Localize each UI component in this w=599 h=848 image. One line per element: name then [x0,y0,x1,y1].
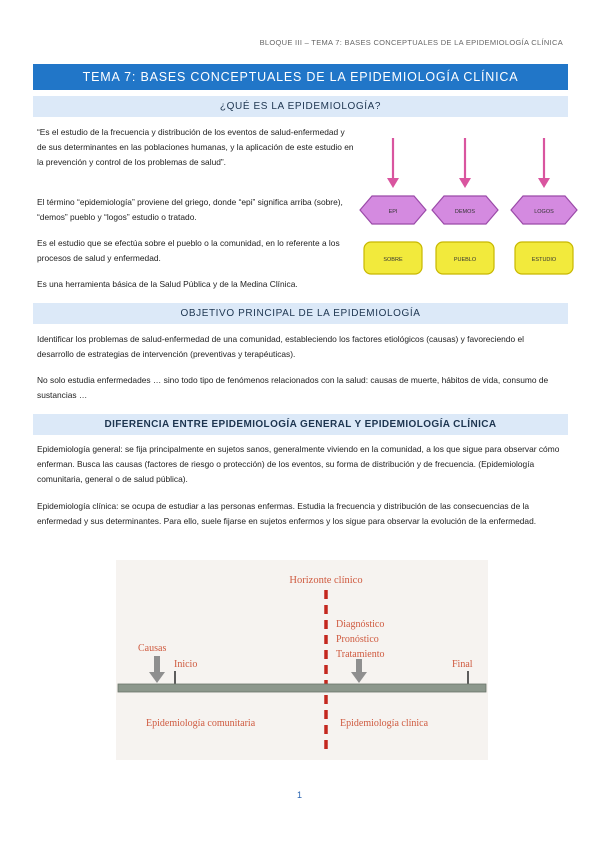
pronostico-label: Pronóstico [336,634,379,645]
paragraph-general: Epidemiología general: se fija principal… [37,444,560,484]
hexagon-label: DEMOS [455,209,476,215]
inicio-label: Inicio [174,659,197,670]
hexagon-epi: EPI [359,195,427,225]
etymology-diagram: EPI DEMOS LOGOS SOBRE PUEBLO ESTUDIO [359,138,578,275]
timeline-bar [117,683,487,693]
paragraph-scope: No solo estudia enfermedades … sino todo… [37,375,549,400]
hexagon-label: EPI [389,209,398,215]
paragraph-community: Es el estudio que se efectúa sobre el pu… [37,238,340,263]
paragraph-etymology: El término “epidemiología” proviene del … [37,197,343,222]
diagnosis-arrow-icon [351,659,367,683]
final-label: Final [452,659,473,670]
meaning-box-pueblo: PUEBLO [435,241,495,275]
arrow-head-icon [538,178,550,188]
paragraph-definition: “Es el estudio de la frecuencia y distri… [37,127,354,167]
meaning-box-estudio: ESTUDIO [514,241,574,275]
paragraph-objective: Identificar los problemas de salud-enfer… [37,334,524,359]
page-title: TEMA 7: BASES CONCEPTUALES DE LA EPIDEMI… [33,64,568,90]
hexagon-demos: DEMOS [431,195,499,225]
meaning-label: PUEBLO [454,257,477,263]
causas-label: Causas [138,643,166,654]
section-heading-objetivo: OBJETIVO PRINCIPAL DE LA EPIDEMIOLOGÍA [33,303,568,324]
clinica-label: Epidemiología clínica [340,718,429,729]
meaning-label: SOBRE [383,257,403,263]
page-number: 1 [296,790,302,800]
comunitaria-label: Epidemiología comunitaria [146,718,256,729]
hexagon-label: LOGOS [534,209,554,215]
tratamiento-label: Tratamiento [336,649,385,660]
arrow-head-icon [459,178,471,188]
paragraph-tool: Es una herramienta básica de la Salud Pú… [37,279,298,289]
hexagon-logos: LOGOS [510,195,578,225]
meaning-label: ESTUDIO [532,257,557,263]
horizonte-label: Horizonte clínico [289,575,362,586]
section-heading-que-es: ¿QUÉ ES LA EPIDEMIOLOGÍA? [33,96,568,117]
causas-arrow-icon [149,656,165,683]
paragraph-clinica: Epidemiología clínica: se ocupa de estud… [37,501,537,526]
timeline-background [116,560,488,760]
meaning-box-sobre: SOBRE [363,241,423,275]
timeline-diagram: Horizonte clínico Causas Inicio Diagnóst… [116,560,488,760]
diagnostico-label: Diagnóstico [336,619,384,630]
arrow-head-icon [387,178,399,188]
section-heading-diferencia: DIFERENCIA ENTRE EPIDEMIOLOGÍA GENERAL Y… [33,414,568,435]
running-header: BLOQUE III – TEMA 7: BASES CONCEPTUALES … [259,38,563,47]
